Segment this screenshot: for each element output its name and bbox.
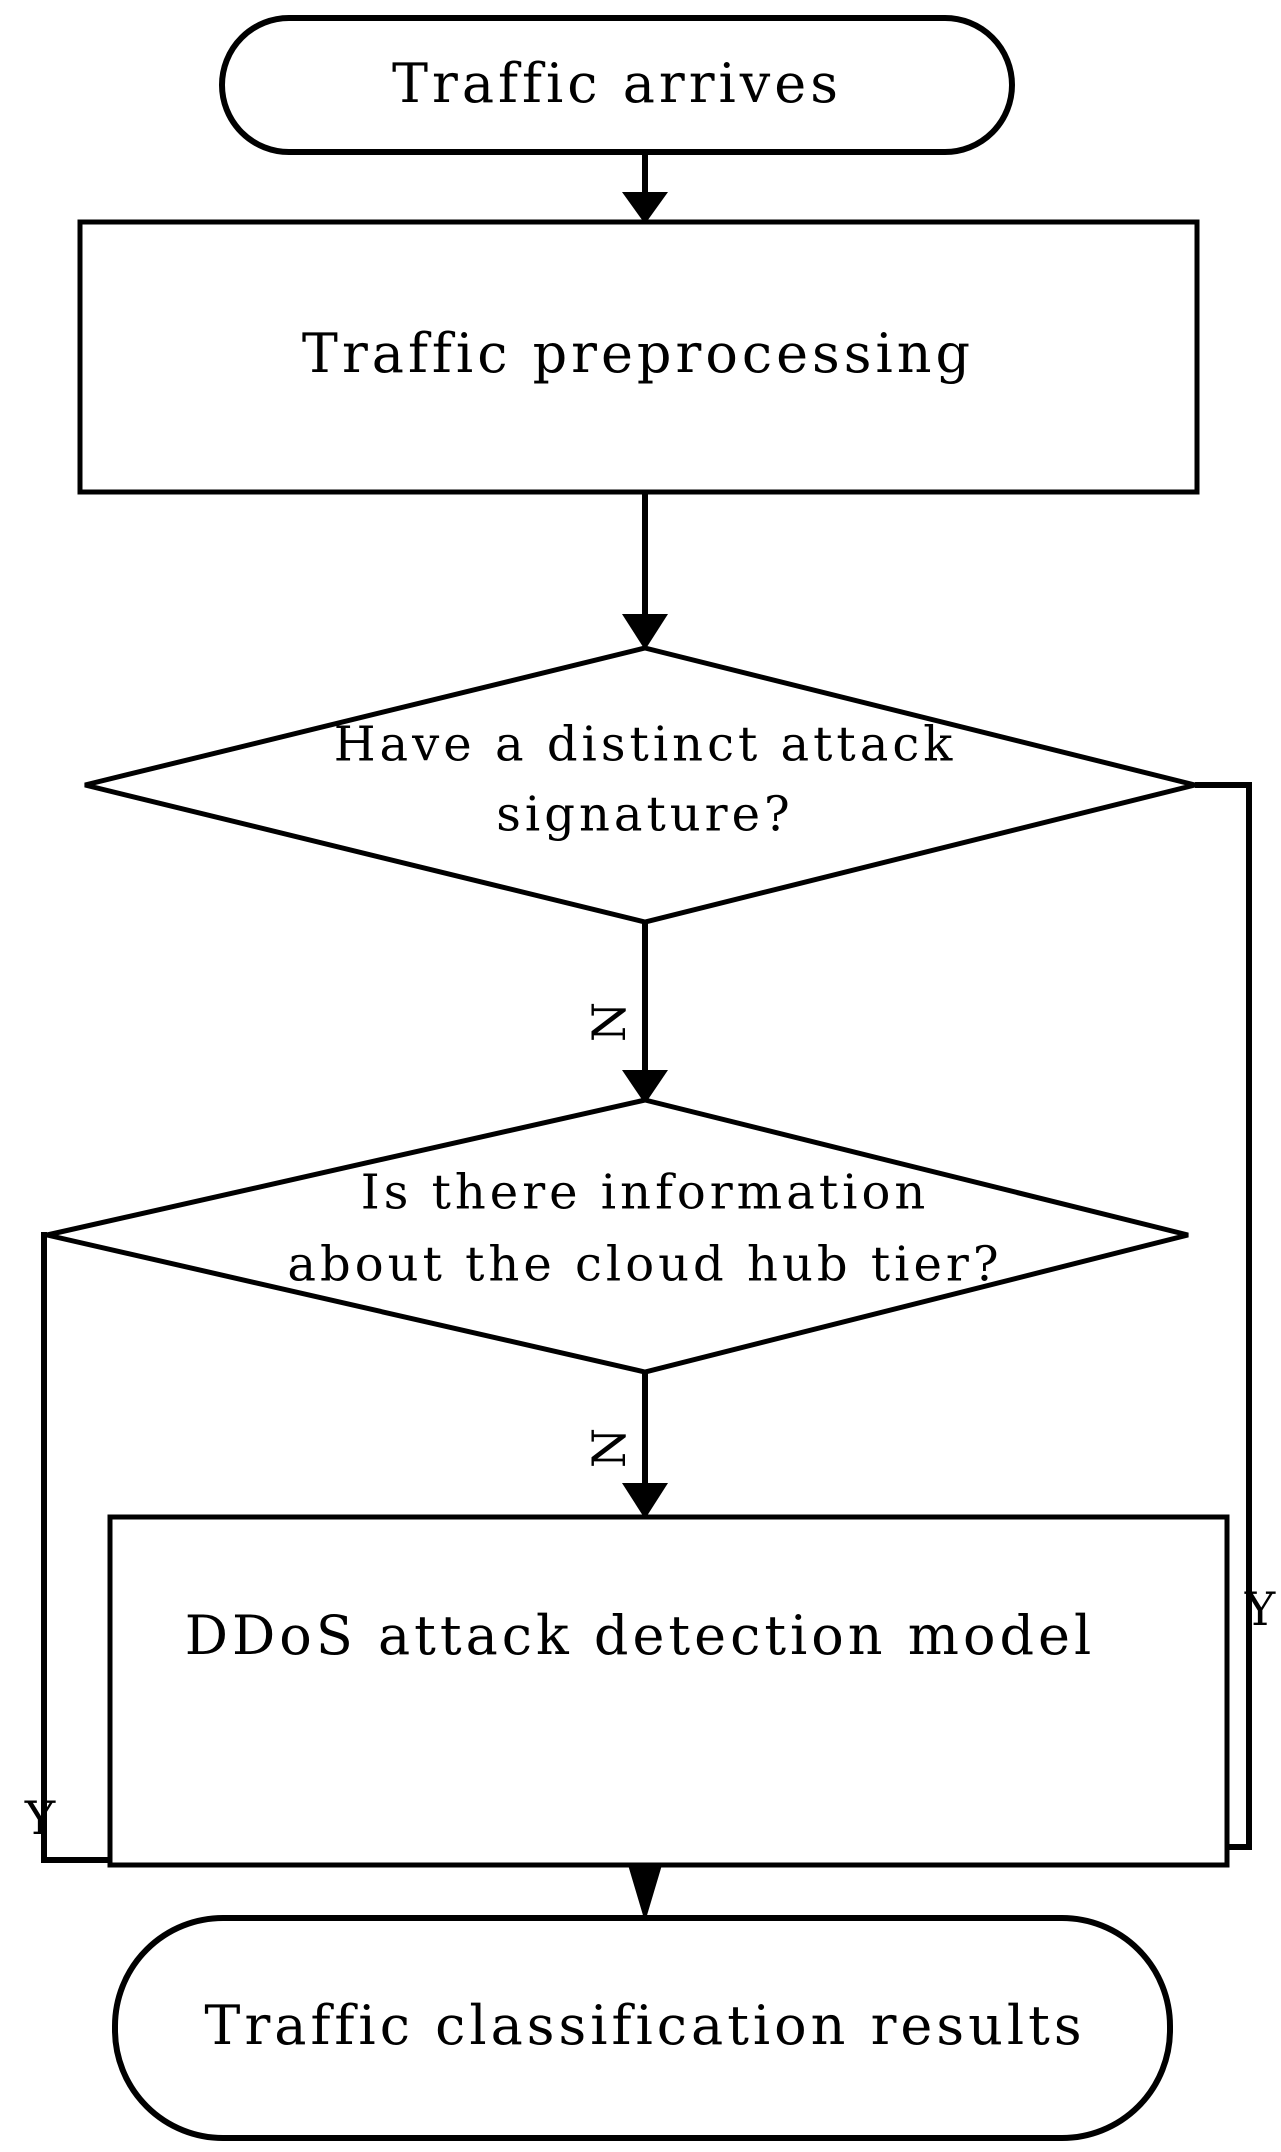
node-start-terminator[interactable]: Traffic arrives (219, 15, 1015, 155)
node-decision-attack-signature[interactable]: Have a distinct attack signature? (84, 645, 1196, 925)
edge-start-to-preprocess (622, 152, 668, 224)
node-decision1-label-line2: signature? (496, 787, 794, 843)
node-model-label: DDoS attack detection model (185, 1604, 1096, 1667)
edge-decision-cloudhub-no: N (582, 1372, 668, 1519)
node-decision2-label-line2: about the cloud hub tier? (287, 1237, 1002, 1293)
node-start-label: Traffic arrives (392, 52, 842, 115)
node-decision2-label-line1: Is there information (361, 1165, 930, 1221)
node-result-label: Traffic classification results (204, 1994, 1085, 2057)
node-traffic-preprocessing[interactable]: Traffic preprocessing (77, 219, 1200, 495)
node-decision1-label-line1: Have a distinct attack (334, 717, 957, 773)
node-preprocess-label: Traffic preprocessing (302, 322, 974, 385)
edge-label-decision2-yes: Y (24, 1791, 56, 1845)
node-result-terminator[interactable]: Traffic classification results (112, 1915, 1173, 2141)
edge-decision-signature-no: N (582, 922, 668, 1104)
node-ddos-detection-model[interactable]: DDoS attack detection model (107, 1514, 1230, 1868)
node-decision-cloud-hub-tier[interactable]: Is there information about the cloud hub… (46, 1097, 1189, 1375)
edge-label-decision2-no: N (582, 1428, 636, 1468)
edge-label-decision1-yes: Y (1244, 1582, 1276, 1636)
edge-label-decision1-no: N (582, 1002, 636, 1042)
edge-preprocess-to-decision-signature (622, 492, 668, 650)
